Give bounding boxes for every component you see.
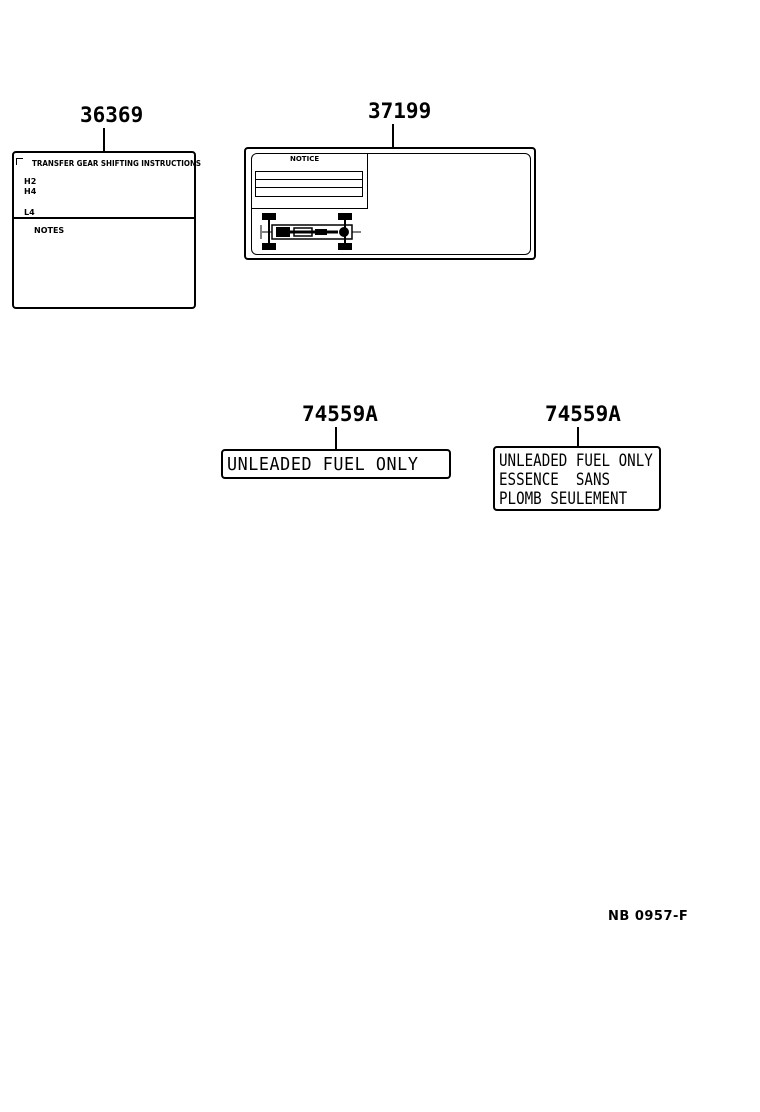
diagram-reference-code: NB 0957-F xyxy=(608,909,689,924)
part-number-37199: 37199 xyxy=(368,99,432,123)
leader-line-37199 xyxy=(392,124,394,148)
leader-line-74559a-single xyxy=(335,427,337,449)
label-36369-row-h2: H2 xyxy=(24,177,37,186)
label-37199-notice-panel xyxy=(251,153,368,209)
part-number-36369: 36369 xyxy=(80,103,144,127)
label-74559a-bilingual-line2: ESSENCE SANS xyxy=(499,470,611,489)
label-37199-heading: NOTICE xyxy=(290,155,320,163)
label-36369-row-h4: H4 xyxy=(24,187,37,196)
label-74559a-bilingual: UNLEADED FUEL ONLY ESSENCE SANS PLOMB SE… xyxy=(493,446,661,511)
label-36369-title: TRANSFER GEAR SHIFTING INSTRUCTIONS xyxy=(32,159,202,168)
label-36369-row-l4: L4 xyxy=(24,208,35,217)
label-74559a-single-text: UNLEADED FUEL ONLY xyxy=(227,454,419,475)
label-36369-divider xyxy=(14,217,194,219)
label-36369-corner-mark xyxy=(16,158,23,165)
label-36369-notes: NOTES xyxy=(34,226,65,235)
leader-line-36369 xyxy=(103,128,105,152)
part-number-74559a-bilingual: 74559A xyxy=(545,402,621,426)
leader-line-74559a-bilingual xyxy=(577,427,579,447)
label-37199: NOTICE xyxy=(244,147,536,260)
label-36369: TRANSFER GEAR SHIFTING INSTRUCTIONS H2 H… xyxy=(12,151,201,309)
label-74559a-bilingual-line1: UNLEADED FUEL ONLY xyxy=(499,451,653,470)
label-37199-text-band xyxy=(255,171,363,197)
vehicle-chassis-icon xyxy=(260,213,361,250)
part-number-74559a-single: 74559A xyxy=(302,402,378,426)
label-74559a-bilingual-line3: PLOMB SEULEMENT xyxy=(499,489,628,508)
label-74559a-single: UNLEADED FUEL ONLY xyxy=(221,449,451,479)
label-37199-inner-frame xyxy=(251,153,531,255)
